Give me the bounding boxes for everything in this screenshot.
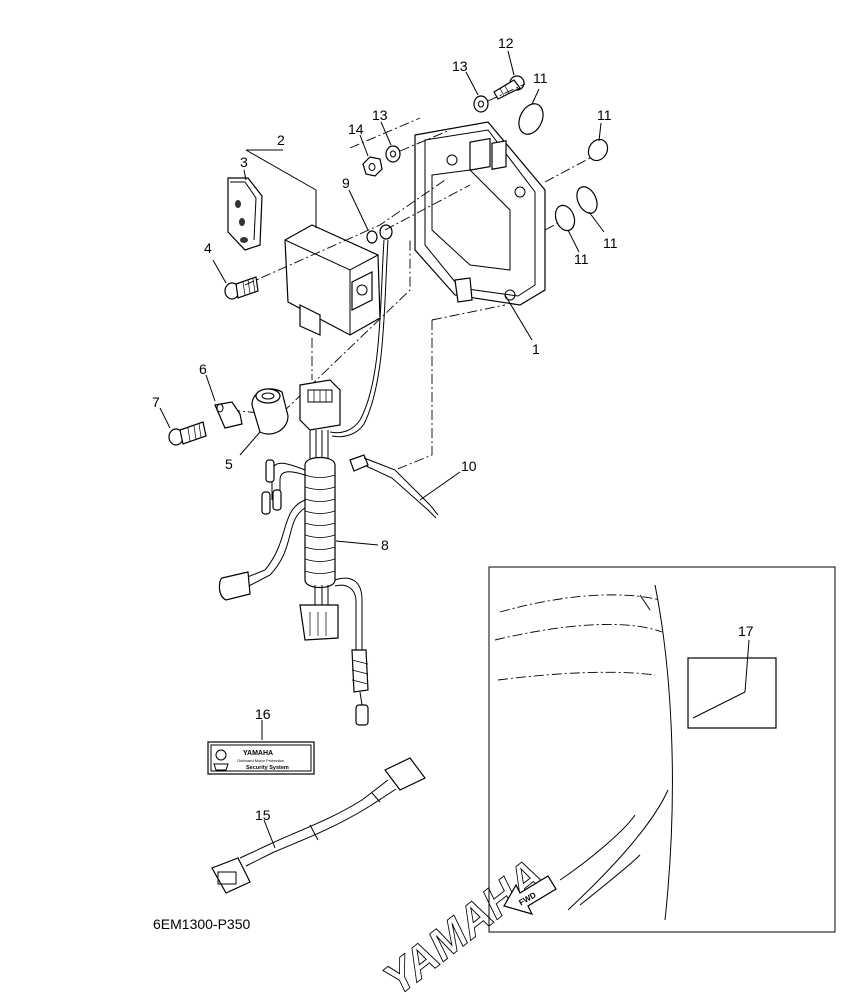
callout-3: 3 xyxy=(240,154,248,170)
callout-7: 7 xyxy=(152,394,160,410)
callout-17: 17 xyxy=(738,623,754,639)
part-17-sticker xyxy=(687,639,777,729)
callout-11b: 11 xyxy=(597,107,612,123)
callout-9: 9 xyxy=(342,175,350,191)
part-7-bolt xyxy=(159,407,207,446)
part-2-control-unit xyxy=(245,149,381,336)
part-9-washer xyxy=(348,189,378,244)
decal-line1: Outboard Motor Protection xyxy=(237,758,284,763)
part-13-washers xyxy=(380,71,526,163)
callout-5: 5 xyxy=(225,456,233,472)
part-15-extension-harness xyxy=(211,757,426,894)
part-14-nut xyxy=(359,134,383,177)
part-1-junction-box xyxy=(414,121,546,306)
callout-11c: 11 xyxy=(603,235,618,251)
part-11-seals xyxy=(518,88,609,253)
part-6-clip xyxy=(205,374,243,429)
cowling-inset: YAMAHA FWD xyxy=(378,566,836,1001)
security-logo-icon xyxy=(213,749,229,771)
leader-lines xyxy=(243,169,533,341)
callout-10: 10 xyxy=(461,458,477,474)
drawing-code: 6EM1300-P350 xyxy=(153,916,251,932)
callout-1: 1 xyxy=(532,341,540,357)
part-4-bolt xyxy=(212,259,259,300)
part-12-screw xyxy=(493,50,525,100)
part-10-cable-tie xyxy=(349,454,461,519)
decal-brand: YAMAHA xyxy=(243,750,273,757)
ground-lead xyxy=(329,224,393,438)
fwd-arrow-icon: FWD xyxy=(503,875,557,915)
callout-4: 4 xyxy=(204,240,212,256)
callout-16: 16 xyxy=(255,706,271,722)
callout-11a: 11 xyxy=(533,70,548,86)
callout-13a: 13 xyxy=(452,58,468,74)
part-5-buzzer xyxy=(239,388,289,456)
callout-8: 8 xyxy=(381,537,389,553)
part-3-remote-key xyxy=(227,177,263,251)
callout-6: 6 xyxy=(199,361,207,377)
part-16-decal: YAMAHA Outboard Motor Protection Securit… xyxy=(207,720,315,775)
decal-line2: Security System xyxy=(246,765,289,771)
callout-11d: 11 xyxy=(574,251,589,267)
sleeve-ribs xyxy=(304,474,336,574)
part-8-wiring-harness xyxy=(218,379,379,726)
cowling-brand: YAMAHA xyxy=(379,847,550,1001)
callouts: 1 2 3 4 5 6 7 8 9 10 11 11 11 11 12 13 1… xyxy=(152,35,754,823)
callout-14: 14 xyxy=(348,121,364,137)
callout-2: 2 xyxy=(277,132,285,148)
callout-13b: 13 xyxy=(372,107,388,123)
callout-12: 12 xyxy=(498,35,514,51)
callout-15: 15 xyxy=(255,807,271,823)
